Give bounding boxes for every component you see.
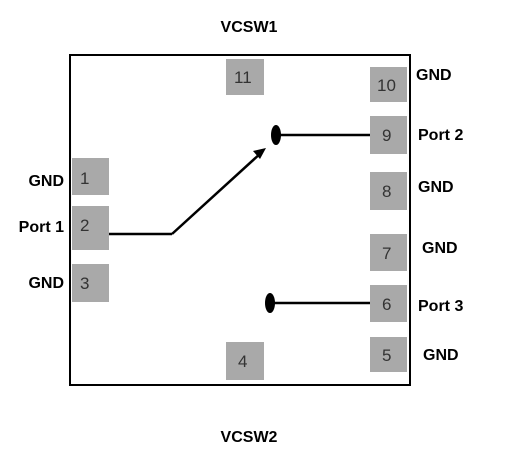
port3-contact: [265, 293, 275, 313]
pin-6-label: Port 3: [418, 298, 463, 315]
pin-9-pad: [370, 116, 407, 154]
pin-3-label: GND: [28, 275, 64, 292]
pin-6-number: 6: [382, 295, 391, 314]
pin-4-number: 4: [238, 352, 247, 371]
pin-1-label: GND: [28, 173, 64, 190]
pin-3-number: 3: [80, 274, 89, 293]
pin-9-label: Port 2: [418, 127, 463, 144]
pin-6: 6: [370, 285, 407, 322]
pin-7-number: 7: [382, 244, 391, 263]
pin-4-pad: [226, 342, 264, 380]
switch-arm-arrowhead: [253, 148, 266, 159]
pin-11-number: 11: [234, 68, 252, 87]
pin-10-number: 10: [377, 76, 396, 95]
pin-10-pad: [370, 67, 407, 102]
pin-11-pad: [226, 59, 264, 95]
pin-3: 3: [72, 264, 109, 302]
pin-8: 8: [370, 172, 407, 210]
pin-5: 5: [370, 337, 407, 372]
pin-7-pad: [370, 234, 407, 271]
pin-10: 10: [370, 67, 407, 102]
pin-3-pad: [72, 264, 109, 302]
pin-2-label: Port 1: [19, 219, 64, 236]
pin-8-label: GND: [418, 179, 454, 196]
pin-1: 1: [72, 158, 109, 195]
pin-1-number: 1: [80, 169, 89, 188]
pin-2: 2: [72, 206, 109, 250]
pin-8-number: 8: [382, 182, 391, 201]
pin-5-label: GND: [423, 347, 459, 364]
pin-2-number: 2: [80, 216, 89, 235]
pin-10-label: GND: [416, 67, 452, 84]
port2-contact: [271, 125, 281, 145]
pin-1-pad: [72, 158, 109, 195]
pin-9-number: 9: [382, 126, 391, 145]
pin-11: 11: [226, 59, 264, 95]
pin-9: 9: [370, 116, 407, 154]
pin-2-pad: [72, 206, 109, 250]
pin-5-number: 5: [382, 346, 391, 365]
pin-5-pad: [370, 337, 407, 372]
package-outline: [69, 54, 411, 386]
pin-6-pad: [370, 285, 407, 322]
pin-7: 7: [370, 234, 407, 271]
title-vcsw1: VCSW1: [221, 19, 278, 36]
switch-arm: [171, 151, 263, 235]
title-vcsw2: VCSW2: [221, 429, 278, 446]
pin-4: 4: [226, 342, 264, 380]
pin-7-label: GND: [422, 240, 458, 257]
pin-8-pad: [370, 172, 407, 210]
